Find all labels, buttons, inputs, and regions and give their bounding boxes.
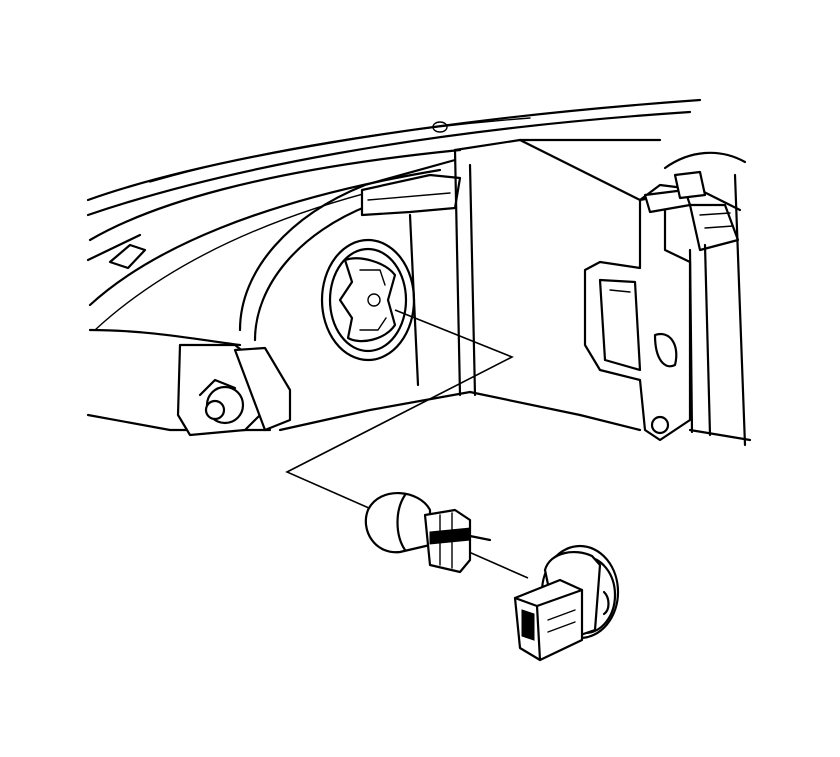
headlamp-housing bbox=[86, 148, 642, 437]
body-panel-lines bbox=[86, 98, 747, 331]
socket-connector bbox=[513, 544, 620, 662]
bulb bbox=[364, 492, 492, 574]
mounting-bracket bbox=[583, 170, 752, 447]
bulb-socket-opening bbox=[320, 238, 416, 362]
